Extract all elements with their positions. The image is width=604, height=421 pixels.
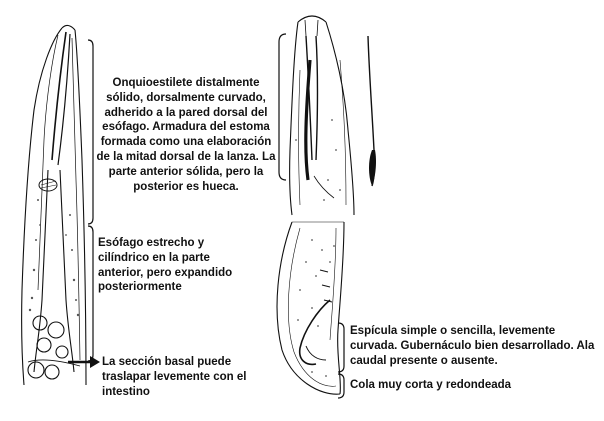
basal-arrow: [68, 356, 100, 368]
spicule-annotation: Espícula simple o sencilla, levemente cu…: [350, 325, 595, 367]
head-bracket: [278, 33, 287, 181]
tail-annotation: Cola muy corta y redondeada: [350, 379, 512, 391]
tail-stipple: [297, 239, 335, 377]
basal-section-annotation: La sección basal puede traslapar levemen…: [102, 356, 247, 398]
left-brackets: [87, 39, 94, 362]
head-stipple: [295, 119, 341, 201]
esophagus-annotation: Esófago estrecho y cilíndrico en la part…: [98, 237, 233, 294]
head-drawing: [289, 15, 355, 216]
onchiostyle-detail: [367, 35, 376, 187]
anterior-stipple: [28, 199, 80, 317]
onchiostyle-annotation: Onquioestilete distalmente sólido, dorsa…: [96, 77, 276, 193]
anterior-body-drawing: [21, 24, 87, 386]
tail-drawing: [276, 221, 345, 395]
tail-brackets: [337, 322, 345, 399]
